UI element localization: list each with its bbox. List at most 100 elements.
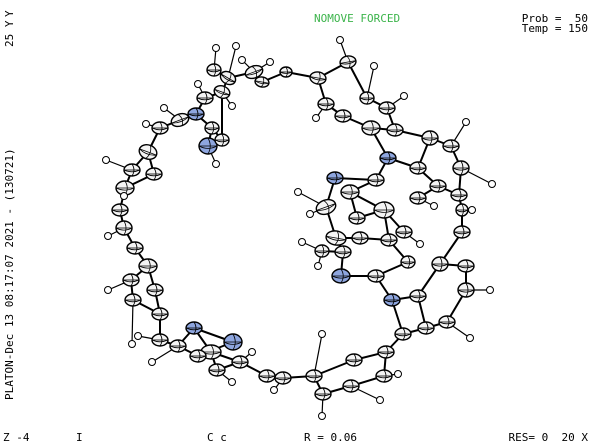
carbon-atom (334, 109, 352, 123)
carbon-atom (305, 369, 323, 383)
carbon-atom (348, 211, 366, 225)
nitrogen-atom (379, 151, 397, 165)
carbon-atom (345, 353, 363, 367)
carbon-atom (386, 123, 404, 137)
carbon-atom (206, 63, 222, 77)
hydrogen-atom (104, 286, 112, 294)
hydrogen-atom (238, 56, 246, 64)
carbon-atom (123, 163, 141, 177)
centering-symbol: I (76, 431, 83, 444)
hydrogen-atom (298, 238, 306, 246)
nitrogen-atom (383, 293, 401, 307)
hydrogen-atom (376, 396, 384, 404)
hydrogen-atom (148, 358, 156, 366)
hydrogen-layer (102, 36, 496, 420)
carbon-atom (438, 315, 456, 329)
carbon-atom (455, 203, 469, 217)
r-factor: R = 0.06 (304, 431, 357, 444)
carbon-atom (244, 64, 264, 80)
carbon-atom (378, 101, 396, 115)
carbon-atom (317, 97, 335, 111)
carbon-atom (400, 255, 416, 269)
carbon-atom (351, 231, 369, 245)
carbon-atom (151, 333, 169, 347)
carbon-atom (409, 161, 427, 175)
platon-timestamp: PLATON-Dec 13 08:17:07 2021 - (130721) (3, 148, 16, 400)
carbon-atom (409, 191, 427, 205)
carbon-atom (258, 369, 276, 383)
platon-side-label: PLATON-Dec 13 08:17:07 2021 - (130721) 2… (3, 0, 17, 400)
hydrogen-atom (248, 348, 256, 356)
hydrogen-atom (270, 386, 278, 394)
hydrogen-atom (370, 62, 378, 70)
carbon-atom (431, 256, 449, 272)
hydrogen-atom (466, 334, 474, 342)
hydrogen-bond (313, 333, 323, 377)
hydrogen-atom (104, 232, 112, 240)
carbon-atom (213, 85, 231, 99)
nitrogen-atom (223, 333, 243, 351)
carbon-atom (453, 225, 471, 239)
carbon-atom (417, 321, 435, 335)
carbon-atom (115, 220, 133, 236)
hydrogen-atom (416, 240, 424, 248)
carbon-atom (421, 130, 439, 146)
hydrogen-atom (102, 156, 110, 164)
hydrogen-atom (336, 36, 344, 44)
hydrogen-atom (468, 206, 476, 214)
hydrogen-atom (212, 160, 220, 168)
carbon-atom (377, 345, 395, 359)
carbon-atom (450, 188, 468, 202)
carbon-atom (429, 179, 447, 193)
carbon-atom (334, 245, 352, 259)
carbon-atom (204, 121, 220, 135)
hydrogen-atom (266, 58, 274, 66)
hydrogen-atom (400, 92, 408, 100)
temperature-readout: Temp = 150 (521, 22, 588, 35)
hydrogen-atom (134, 332, 142, 340)
nitrogen-atom (187, 107, 205, 121)
carbon-atom (367, 269, 385, 283)
y-axis-label: Y (3, 10, 16, 17)
hydrogen-atom (306, 210, 314, 218)
carbon-atom (196, 91, 214, 105)
carbon-atom (394, 327, 412, 341)
carbon-atom (231, 355, 249, 369)
carbon-atom (409, 289, 427, 303)
hydrogen-atom (430, 202, 438, 210)
hydrogen-atom (318, 412, 326, 420)
carbon-atom (126, 241, 144, 255)
carbon-atom (219, 70, 237, 86)
carbon-atom (361, 120, 381, 136)
carbon-atom (359, 91, 375, 105)
carbon-atom (314, 387, 332, 401)
carbon-atom (274, 371, 292, 385)
carbon-atom (367, 173, 385, 187)
carbon-atom (457, 259, 475, 273)
hydrogen-atom (318, 330, 326, 338)
status-nomove-forced: NOMOVE FORCED (314, 12, 401, 25)
z-value: Z -4 (3, 431, 30, 444)
carbon-atom (315, 198, 337, 216)
carbon-atom (395, 225, 413, 239)
carbon-atom (189, 349, 207, 363)
space-group: C c (207, 431, 227, 444)
nitrogen-atom (331, 268, 351, 284)
carbon-atom (340, 184, 360, 200)
hydrogen-atom (142, 120, 150, 128)
carbon-atom (309, 71, 327, 85)
carbon-atom (208, 363, 226, 377)
carbon-atom (373, 201, 395, 219)
hydrogen-atom (160, 104, 168, 112)
carbon-atom (375, 369, 393, 383)
carbon-atom (342, 379, 360, 393)
carbon-atom (146, 283, 164, 297)
hydrogen-atom (314, 262, 322, 270)
carbon-atom (151, 121, 169, 135)
carbon-atom (254, 76, 270, 88)
carbon-atom (279, 66, 293, 78)
hydrogen-atom (212, 44, 220, 52)
nitrogen-atom (198, 137, 218, 155)
carbon-atom (122, 273, 140, 287)
